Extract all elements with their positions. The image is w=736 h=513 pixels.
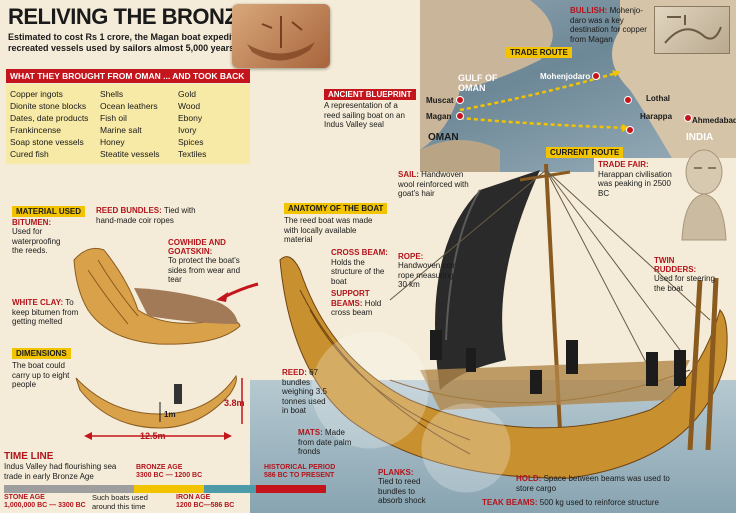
mats-note: MATS: Made from date palm fronds [298,428,352,456]
goods-item: Fish oil [100,113,127,123]
timeline-segment-bronze-age [134,485,204,493]
reed-note: REED: 67 bundles weighing 3.5 tonnes use… [282,368,327,415]
city-ahmedabad: Ahmedabad [692,116,736,125]
city-dot [592,72,600,80]
dimensions-tag: DIMENSIONS [12,348,71,359]
goods-item: Shells [100,89,124,99]
teak-beams-note: TEAK BEAMS: 500 kg used to reinforce str… [482,498,659,507]
goods-item: Ivory [178,125,197,135]
timeline-segment-stone-age [4,485,134,493]
goods-column-2: Shells Ocean leathers Fish oil Marine sa… [100,88,160,160]
trade-route-tag: TRADE ROUTE [506,47,572,58]
india-label: INDIA [686,132,714,143]
stone-age-label: STONE AGE 1,000,000 BC — 3300 BC [4,494,86,509]
boat-height-label: 3.8m [224,398,245,408]
historical-period-label: HISTORICAL PERIOD 586 BC TO PRESENT [264,464,336,479]
current-route-tag: CURRENT ROUTE [546,147,624,158]
goods-item: Soap stone vessels [10,137,84,147]
goods-item: Cured fish [10,149,49,159]
iron-age-label: IRON AGE 1200 BC—586 BC [176,494,235,509]
planks-note: PLANKS: Tied to reed bundles to absorb s… [378,468,426,505]
boat-length-label: 12.5m [140,431,166,441]
priest-king-bust-image [676,144,732,241]
goods-column-3: Gold Wood Ebony Ivory Spices Textiles [178,88,206,160]
goods-item: Gold [178,89,196,99]
city-dot [624,96,632,104]
timeline-heading: TIME LINE [4,451,54,462]
boat-dimensions-illustration [75,374,243,440]
indus-tablet-image [654,6,730,54]
anatomy-tag: ANATOMY OF THE BOAT [284,203,388,214]
bullish-note: BULLISH: Mohenjo-daro was a key destinat… [570,6,647,44]
goods-item: Ebony [178,113,203,123]
cowhide-note: COWHIDE AND GOATSKIN: To protect the boa… [168,238,241,284]
goods-item: Steatite vessels [100,149,160,159]
ancient-blueprint-tag: ANCIENT BLUEPRINT [324,89,416,100]
reed-bundles-note: REED BUNDLES: Tied with hand-made coir r… [96,206,196,225]
rope-note: ROPE: Handwoven coir rope measuring 30 k… [398,252,456,289]
goods-item: Ocean leathers [100,101,158,111]
goods-item: Spices [178,137,204,147]
boat-depth-label: 1m [164,410,176,419]
twin-rudders-note: TWIN RUDDERS: Used for steering the boat [654,256,715,293]
material-used-tag: MATERIAL USED [12,206,86,217]
trade-fair-note: TRADE FAIR: Harappan civilisation was pe… [598,160,672,198]
city-magan: Magan [426,112,452,121]
reed-hull-section-illustration [73,247,241,345]
gulf-of-oman-label: GULF OF OMAN [458,73,498,93]
cross-beam-note: CROSS BEAM: Holds the structure of the b… [331,248,388,286]
anatomy-intro: The reed boat was made with locally avai… [284,216,373,244]
timeline-note: Such boats used around this time [92,493,148,511]
page-subtitle: Estimated to cost Rs 1 crore, the Magan … [8,32,267,53]
white-clay-note: WHITE CLAY: To keep bitumen from getting… [12,298,79,326]
city-dot [684,114,692,122]
city-dot [456,112,464,120]
support-beams-note: SUPPORT BEAMS: Hold cross beam [331,289,382,317]
goods-item: Dates, date products [10,113,89,123]
goods-item: Marine salt [100,125,142,135]
pointer-arrow [216,282,259,302]
timeline-text: Indus Valley had flourishing sea trade i… [4,462,117,481]
bitumen-note: BITUMEN: Used for waterproofing the reed… [12,218,61,255]
goods-panel [6,84,250,164]
city-mohenjodaro: Mohenjodaro [540,72,591,81]
reed-boat-illustration [279,163,728,493]
goods-column-1: Copper ingots Dionite stone blocks Dates… [10,88,88,160]
goods-item: Frankincense [10,125,62,135]
timeline-segment-historical [256,485,326,493]
sail-note: SAIL: Handwoven wool reinforced with goa… [398,170,469,198]
city-dot [456,96,464,104]
bronze-age-label: BRONZE AGE 3300 BC — 1200 BC [136,464,203,479]
timeline-segment-iron-age [204,485,256,493]
city-harappa: Harappa [640,112,673,121]
goods-item: Honey [100,137,125,147]
dimensions-text: The boat could carry up to eight people [12,361,70,389]
city-muscat: Muscat [426,96,454,105]
oman-label: OMAN [428,132,459,143]
city-dot [626,126,634,134]
ancient-blueprint-text: A representation of a reed sailing boat … [324,101,405,129]
goods-item: Dionite stone blocks [10,101,87,111]
indus-seal-image [232,4,330,68]
goods-item: Wood [178,101,201,111]
city-lothal: Lothal [646,94,670,103]
goods-item: Copper ingots [10,89,63,99]
goods-heading: WHAT THEY BROUGHT FROM OMAN ... AND TOOK… [6,69,250,83]
goods-item: Textiles [178,149,207,159]
hold-note: HOLD: Space between beams was used to st… [516,474,670,493]
